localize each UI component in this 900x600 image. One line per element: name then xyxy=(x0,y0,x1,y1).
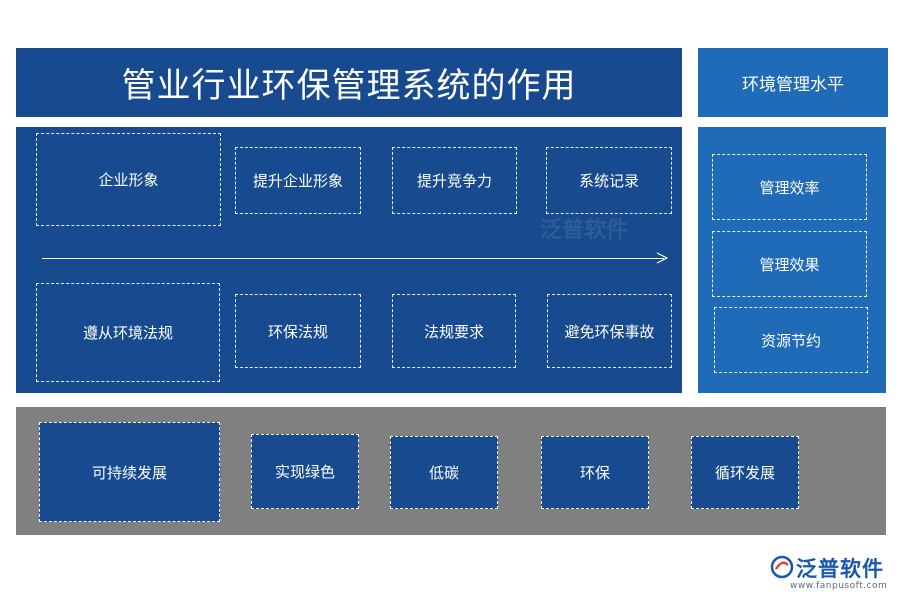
main-top-box-1: 企业形象 xyxy=(36,133,221,226)
side-title: 环境管理水平 xyxy=(698,48,888,117)
main-top-box-4: 系统记录 xyxy=(546,147,672,214)
fanpu-logo-icon xyxy=(770,555,794,579)
watermark: 泛普软件 xyxy=(540,218,629,243)
main-bottom-box-3: 法规要求 xyxy=(392,294,516,368)
bottom-box-3: 低碳 xyxy=(390,436,498,509)
side-box-3: 资源节约 xyxy=(714,307,868,373)
main-bottom-box-1: 遵从环境法规 xyxy=(36,283,220,382)
main-top-box-3: 提升竞争力 xyxy=(392,147,517,214)
main-bottom-box-4: 避免环保事故 xyxy=(547,294,672,368)
bottom-box-4: 环保 xyxy=(541,436,649,509)
logo-url: www.fanpusoft.com xyxy=(790,581,888,591)
main-panel xyxy=(16,127,682,393)
side-panel xyxy=(698,127,886,393)
main-top-box-2: 提升企业形象 xyxy=(235,147,361,214)
side-box-2: 管理效果 xyxy=(712,231,867,297)
flow-arrow-line xyxy=(42,258,664,259)
diagram-title: 管业行业环保管理系统的作用 xyxy=(16,48,682,117)
bottom-box-1: 可持续发展 xyxy=(39,422,220,522)
logo-name: 泛普软件 xyxy=(796,557,884,581)
main-bottom-box-2: 环保法规 xyxy=(235,294,361,368)
bottom-box-2: 实现绿色 xyxy=(251,434,359,509)
side-box-1: 管理效率 xyxy=(712,154,867,220)
arrow-head-icon xyxy=(656,252,668,264)
bottom-box-5: 循环发展 xyxy=(691,436,799,509)
